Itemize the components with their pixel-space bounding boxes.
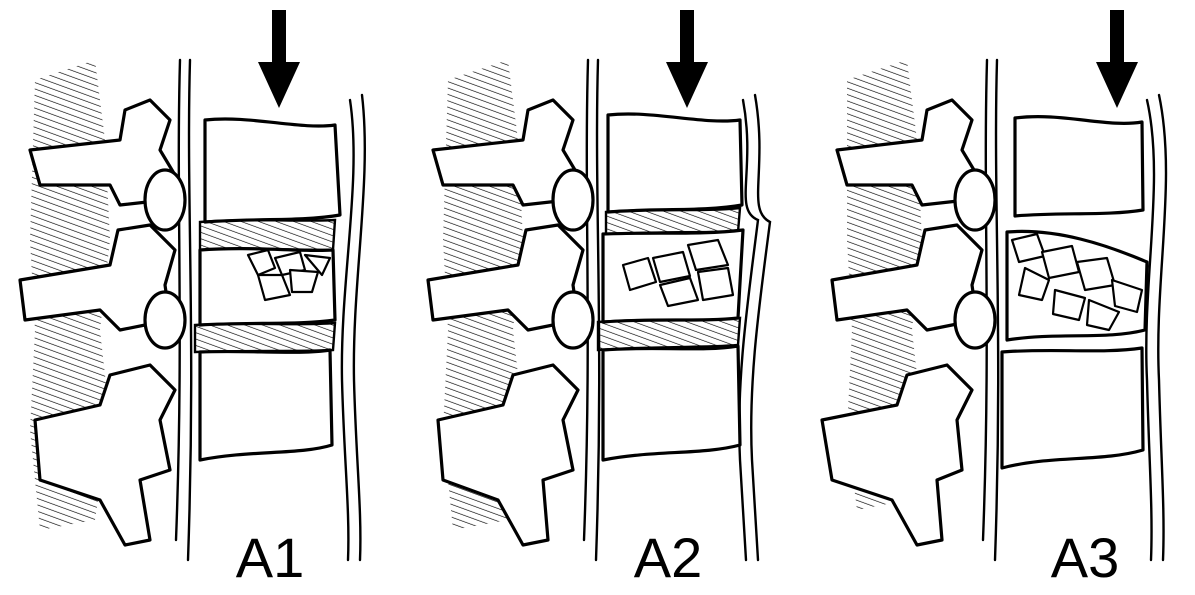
fracture-fragment	[290, 270, 318, 292]
anterior-ligament-line	[342, 100, 354, 560]
panel-a2: A2	[398, 0, 796, 595]
pedicle	[955, 170, 995, 230]
panel-a3: A3	[797, 0, 1195, 595]
spine-drawing-a2	[398, 0, 796, 595]
vertebral-body-lower	[200, 350, 332, 460]
anterior-ligament-line	[1158, 95, 1166, 560]
load-arrow-icon	[1096, 10, 1138, 108]
vertebral-body-upper	[608, 114, 742, 212]
anterior-ligament-line	[1146, 100, 1154, 560]
cord-line	[188, 60, 191, 560]
fracture-fragment	[698, 268, 733, 300]
pedicle	[955, 292, 995, 348]
panel-label-a2: A2	[598, 528, 738, 588]
panel-label-a3: A3	[1015, 528, 1155, 588]
cord-line	[995, 60, 998, 560]
disc-lower	[195, 323, 335, 352]
anterior-ligament-line	[354, 95, 365, 560]
vertebral-body-lower	[603, 346, 740, 460]
vertebral-body-upper	[205, 119, 340, 222]
disc-upper	[606, 208, 740, 234]
panel-label-a1: A1	[200, 528, 340, 588]
load-arrow-icon	[258, 10, 300, 108]
vertebral-body-lower	[1002, 348, 1143, 468]
cord-line	[596, 60, 599, 560]
pedicle	[553, 292, 593, 348]
load-arrow-icon	[666, 10, 708, 108]
vertebral-body-upper	[1015, 117, 1143, 216]
fracture-fragment	[653, 252, 690, 282]
spine-drawing-a3	[797, 0, 1195, 595]
disc-lower	[598, 318, 740, 350]
pedicle	[145, 170, 185, 230]
spine-drawing-a1	[0, 0, 398, 595]
panel-a1: A1	[0, 0, 398, 595]
pedicle	[145, 292, 185, 348]
fracture-fragment	[1042, 246, 1079, 278]
pedicle	[553, 170, 593, 230]
anterior-ligament-line	[751, 95, 770, 560]
disc-upper	[200, 220, 335, 250]
fracture-fragment	[1077, 258, 1115, 290]
